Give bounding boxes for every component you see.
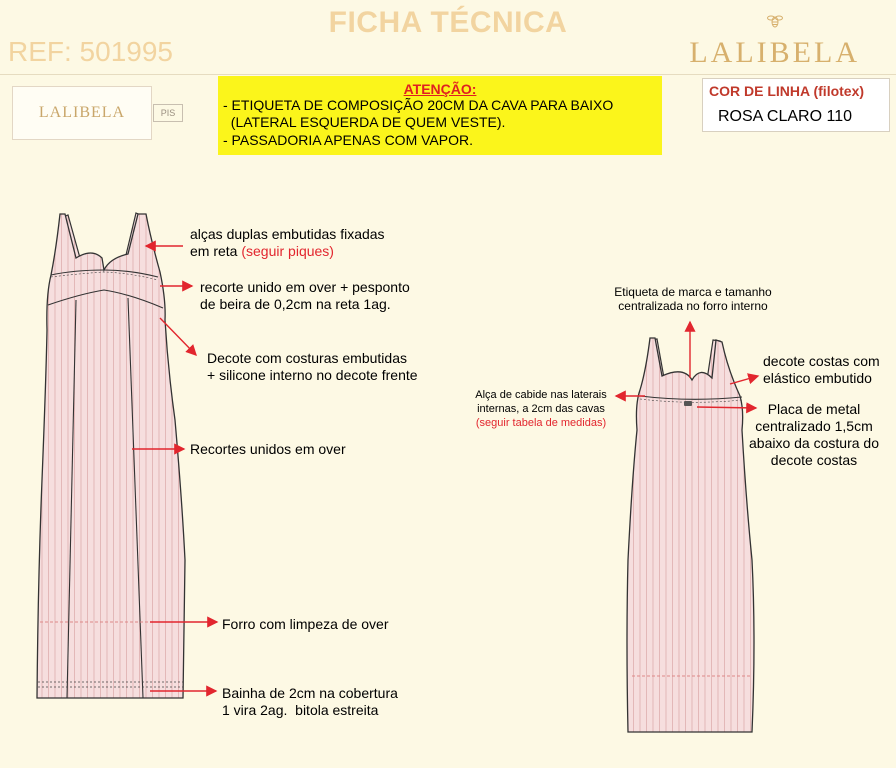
header-divider — [0, 74, 896, 75]
back-dress-drawing — [626, 337, 755, 733]
bee-logo-icon — [766, 12, 784, 30]
note-straps-line1: alças duplas embutidas fixadas — [190, 226, 385, 242]
note-straps: alças duplas embutidas fixadas em reta (… — [190, 226, 385, 260]
size-tag: PIS — [153, 104, 183, 122]
page-title: FICHA TÉCNICA — [328, 6, 568, 39]
note-hanger-loop: Alça de cabide nas laterais internas, a … — [462, 388, 620, 430]
note-back-neck: decote costas com elástico embutido — [763, 353, 880, 386]
note-straps-line2: em reta — [190, 243, 242, 259]
note-metal-plate: Placa de metal centralizado 1,5cm abaixo… — [749, 401, 879, 468]
note-cut: recorte unido em over + pesponto de beir… — [200, 279, 410, 312]
thread-heading: COR DE LINHA (filotex) — [709, 83, 865, 99]
thread-color-box: COR DE LINHA (filotex) ROSA CLARO 110 — [702, 78, 890, 132]
note-brand-label: Etiqueta de marca e tamanho centralizada… — [614, 285, 772, 313]
attention-heading: ATENÇÃO: — [403, 81, 477, 97]
note-hem: Bainha de 2cm na cobertura 1 vira 2ag. b… — [222, 685, 398, 718]
attention-box: ATENÇÃO: - ETIQUETA DE COMPOSIÇÃO 20CM D… — [218, 76, 662, 155]
note-seams: Recortes unidos em over — [190, 441, 346, 457]
attention-line-3: - PASSADORIA APENAS COM VAPOR. — [223, 132, 473, 148]
note-hanger-loop-red: (seguir tabela de medidas) — [475, 417, 607, 429]
back-dress-body — [626, 337, 755, 733]
note-straps-red: (seguir piques) — [241, 243, 334, 259]
brand-label-sample: LALIBELA — [12, 86, 152, 140]
front-dress-body — [36, 213, 186, 699]
attention-line-2: (LATERAL ESQUERDA DE QUEM VESTE). — [223, 114, 506, 130]
note-neckline: Decote com costuras embutidas + silicone… — [207, 350, 418, 383]
arrow-metal-plate — [696, 402, 758, 414]
arrow-back-neck — [729, 373, 760, 385]
reference-code: REF: 501995 — [8, 36, 173, 67]
note-lining: Forro com limpeza de over — [222, 616, 389, 632]
arrow-neckline — [159, 317, 197, 357]
thread-value: ROSA CLARO 110 — [718, 108, 852, 125]
attention-line-1: - ETIQUETA DE COMPOSIÇÃO 20CM DA CAVA PA… — [223, 97, 614, 113]
metal-plate-mark — [684, 401, 692, 406]
brand-logo: LALIBELA — [689, 36, 860, 69]
label-brand-text: LALIBELA — [38, 104, 126, 121]
note-hanger-loop-text: Alça de cabide nas laterais internas, a … — [475, 389, 607, 415]
front-dress-drawing — [36, 212, 186, 699]
